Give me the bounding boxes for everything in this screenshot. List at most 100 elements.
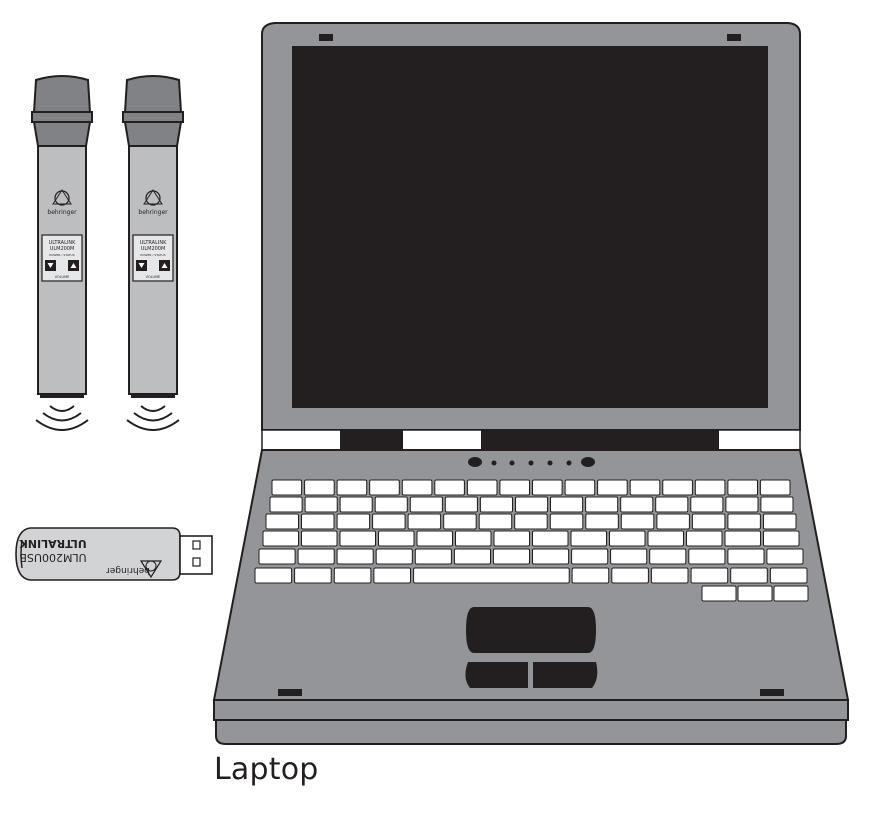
keyboard-key[interactable] (585, 513, 619, 530)
keyboard-key[interactable] (597, 479, 628, 496)
keyboard-key[interactable] (374, 496, 408, 513)
keyboard-key[interactable] (727, 513, 761, 530)
keyboard-key[interactable] (373, 567, 411, 584)
keyboard-key[interactable] (339, 496, 373, 513)
keyboard-key[interactable] (655, 496, 689, 513)
keyboard-key[interactable] (611, 567, 649, 584)
keyboard-key[interactable] (691, 513, 726, 530)
keyboard-key[interactable] (727, 548, 765, 565)
keyboard-key[interactable] (656, 513, 690, 530)
keyboard-key[interactable] (649, 548, 687, 565)
keyboard-key[interactable] (650, 567, 689, 584)
keyboard-key[interactable] (549, 513, 584, 530)
keyboard-key[interactable] (629, 479, 661, 496)
keyboard-key[interactable] (690, 567, 729, 584)
keyboard-key[interactable] (688, 548, 726, 565)
keyboard-key[interactable] (478, 513, 513, 530)
keyboard-key[interactable] (304, 496, 338, 513)
keyboard-key[interactable] (401, 479, 433, 496)
keyboard-key[interactable] (766, 548, 804, 565)
keyboard-key[interactable] (564, 479, 596, 496)
keyboard-key[interactable] (724, 530, 761, 547)
keyboard-key[interactable] (407, 513, 442, 530)
keyboard-key[interactable] (333, 567, 372, 584)
keyboard-key[interactable] (375, 548, 413, 565)
keyboard-key[interactable] (336, 513, 371, 530)
keyboard-arrow-key[interactable] (701, 585, 737, 602)
foot-left (278, 689, 302, 696)
keyboard-key[interactable] (378, 530, 415, 547)
keyboard-key[interactable] (570, 530, 607, 547)
keyboard-key[interactable] (759, 479, 791, 496)
laptop (212, 22, 850, 745)
keyboard-key[interactable] (499, 479, 530, 496)
keyboard-spacebar[interactable] (413, 567, 570, 584)
keyboard-key[interactable] (372, 513, 406, 530)
mic-model-line1: ULTRALINK (140, 240, 168, 246)
keyboard-key[interactable] (414, 548, 452, 565)
keyboard-key[interactable] (294, 567, 332, 584)
keyboard-key[interactable] (550, 496, 584, 513)
keyboard-key[interactable] (585, 496, 619, 513)
keyboard-key[interactable] (443, 513, 477, 530)
keyboard-key[interactable] (727, 479, 759, 496)
indicator-dot (491, 460, 497, 466)
keyboard-key[interactable] (532, 548, 570, 565)
keyboard-key[interactable] (336, 548, 374, 565)
keyboard-key[interactable] (763, 530, 800, 547)
hinge-center (481, 430, 719, 450)
keyboard-key[interactable] (609, 530, 646, 547)
keyboard-key[interactable] (763, 513, 797, 530)
keyboard-key[interactable] (297, 548, 335, 565)
keyboard-key[interactable] (620, 496, 654, 513)
keyboard-key[interactable] (336, 479, 368, 496)
keyboard-key[interactable] (265, 513, 299, 530)
keyboard-key[interactable] (453, 548, 491, 565)
keyboard-key[interactable] (262, 530, 299, 547)
mic-status-label: POWER / STATUS (49, 253, 74, 257)
keyboard-key[interactable] (620, 513, 655, 530)
mic-control-panel (132, 234, 174, 282)
keyboard-key[interactable] (686, 530, 723, 547)
keyboard-key[interactable] (571, 548, 609, 565)
keyboard-arrow-key[interactable] (737, 585, 773, 602)
keyboard-key[interactable] (455, 530, 492, 547)
keyboard-key[interactable] (492, 548, 530, 565)
keyboard-key[interactable] (269, 496, 303, 513)
keyboard-key[interactable] (416, 530, 453, 547)
keyboard-arrow-key[interactable] (773, 585, 809, 602)
keyboard-key[interactable] (571, 567, 610, 584)
usb-dongle: behringer ULM200USB ULTRALINK (15, 527, 213, 581)
keyboard-key[interactable] (301, 530, 338, 547)
keyboard-key[interactable] (532, 479, 563, 496)
keyboard-key[interactable] (725, 496, 759, 513)
keyboard-key[interactable] (515, 496, 549, 513)
keyboard-key[interactable] (339, 530, 376, 547)
keyboard-key[interactable] (271, 479, 303, 496)
keyboard-key[interactable] (304, 479, 335, 496)
keyboard-key[interactable] (258, 548, 296, 565)
wireless-microphones: behringer ULTRALINK ULM200M POWER / STAT… (31, 75, 184, 431)
keyboard-key[interactable] (479, 496, 513, 513)
keyboard-key[interactable] (730, 567, 768, 584)
indicator-left (468, 457, 482, 467)
keyboard-key[interactable] (760, 496, 794, 513)
keyboard-key[interactable] (662, 479, 693, 496)
keyboard-key[interactable] (493, 530, 530, 547)
keyboard-key[interactable] (369, 479, 400, 496)
keyboard-key[interactable] (434, 479, 465, 496)
keyboard-key[interactable] (769, 567, 808, 584)
keyboard-key[interactable] (532, 530, 569, 547)
keyboard-key[interactable] (409, 496, 443, 513)
mic-model-line1: ULTRALINK (49, 240, 77, 246)
keyboard-key[interactable] (647, 530, 684, 547)
keyboard-key[interactable] (694, 479, 726, 496)
keyboard-key[interactable] (610, 548, 648, 565)
keyboard-key[interactable] (301, 513, 335, 530)
keyboard-key[interactable] (466, 479, 498, 496)
keyboard-key[interactable] (514, 513, 548, 530)
keyboard-key[interactable] (254, 567, 293, 584)
keyboard-key[interactable] (690, 496, 724, 513)
keyboard-key[interactable] (444, 496, 478, 513)
